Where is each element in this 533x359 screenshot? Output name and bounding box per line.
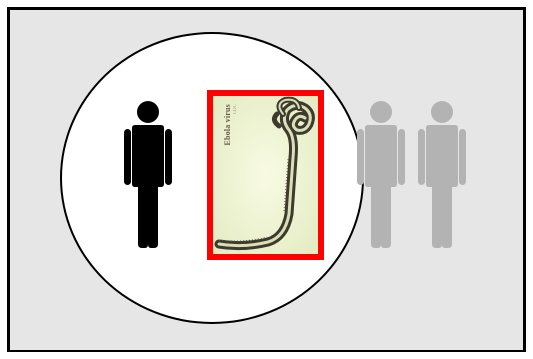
person-icon-solid	[123, 100, 173, 250]
person-icon-faded-2	[417, 100, 467, 250]
photo-credit: CDC	[233, 104, 238, 114]
virus-photo-frame: Ebola virus CDC	[207, 90, 324, 260]
person-icon-faded-1	[356, 100, 406, 250]
photo-caption: Ebola virus	[223, 104, 232, 146]
